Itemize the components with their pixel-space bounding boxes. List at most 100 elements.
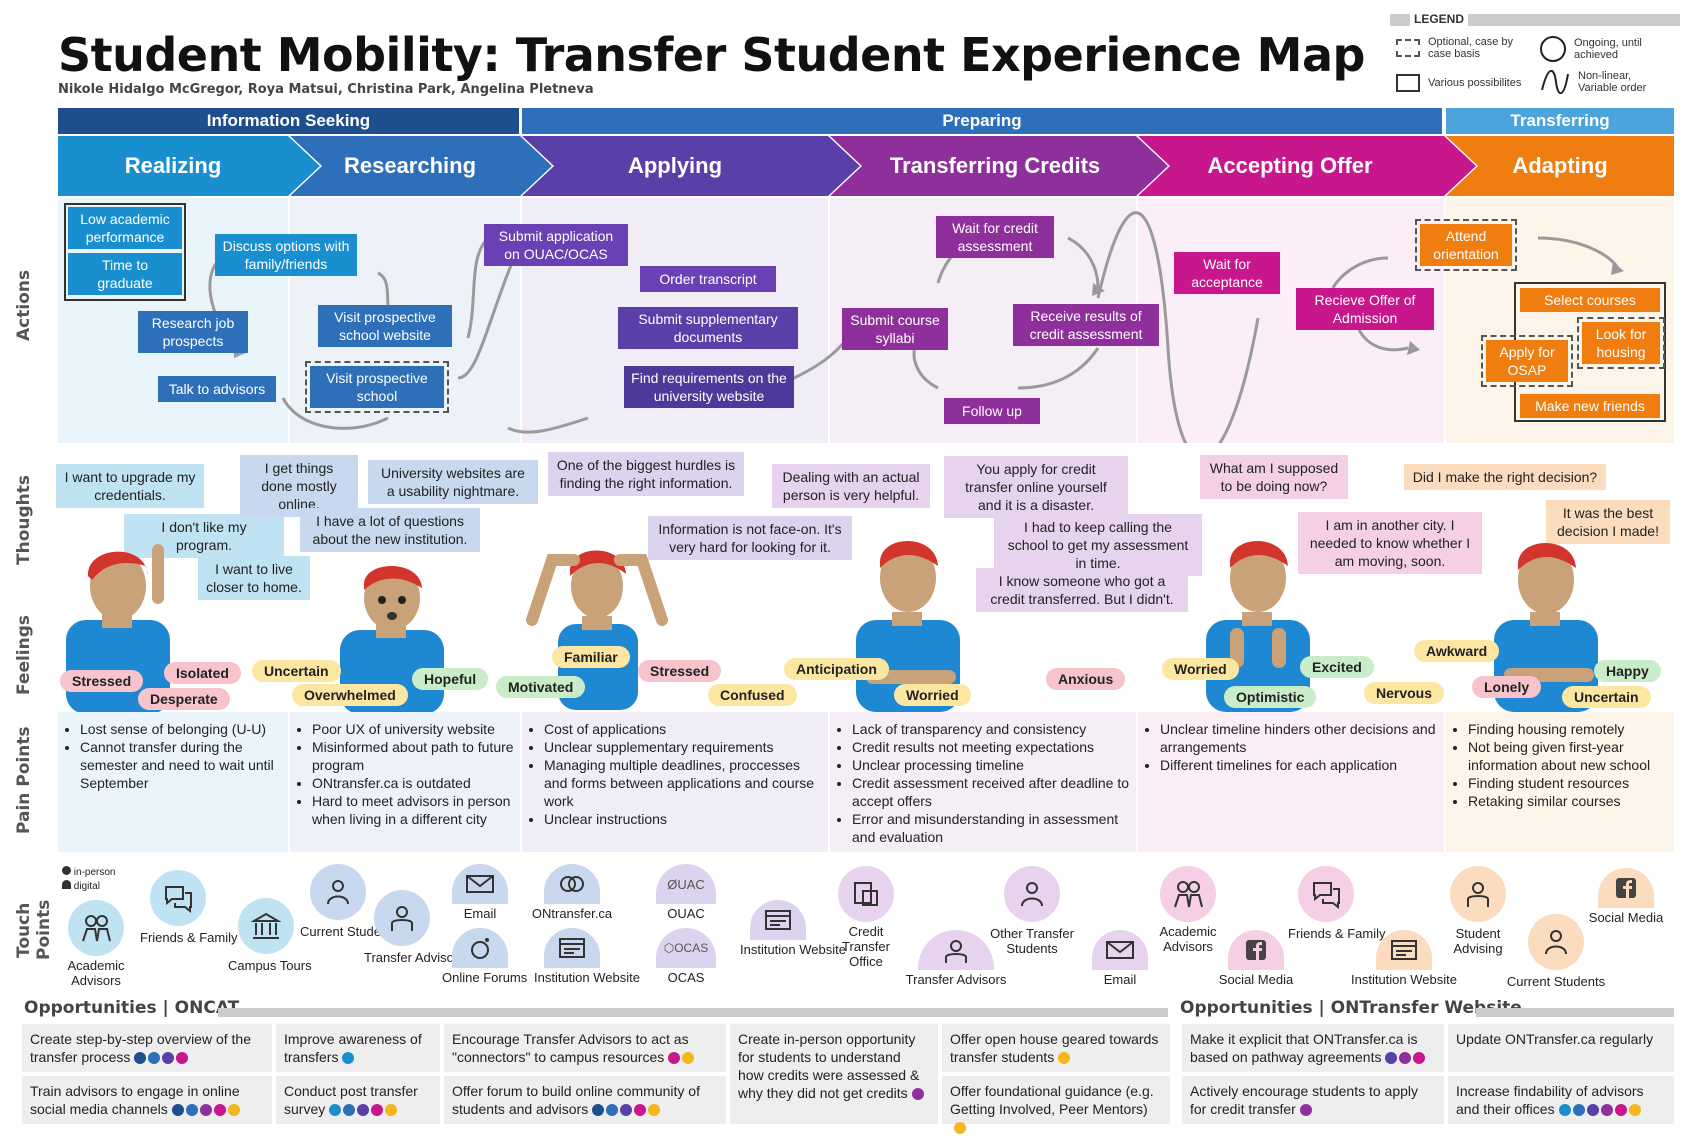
stage-applying: Applying xyxy=(627,153,723,178)
opportunity-card: Actively encourage students to apply for… xyxy=(1182,1076,1444,1124)
feeling-stressed-2: Stressed xyxy=(638,660,722,682)
thought-not-face-on: Information is not face-on. It's very ha… xyxy=(648,516,852,560)
action-find-requirements: Find requirements on the university webs… xyxy=(624,366,794,408)
building-icon xyxy=(238,898,294,954)
legend-various: Various possibilites xyxy=(1428,77,1522,89)
legend-nonlinear: Non-linear, Variable order xyxy=(1578,70,1647,94)
list-item: Poor UX of university website xyxy=(312,720,514,738)
touch-legend-digital: digital xyxy=(73,881,100,892)
legend-ongoing: Ongoing, until achieved xyxy=(1574,37,1642,61)
thought-live-closer: I want to live closer to home. xyxy=(198,556,310,600)
list-item: Lost sense of belonging (U-U) xyxy=(80,720,282,738)
touch-campus-tours: Campus Tours xyxy=(228,958,312,973)
list-item: ONtransfer.ca is outdated xyxy=(312,774,514,792)
touch-academic-advisors-2: Academic Advisors xyxy=(1159,924,1217,954)
facebook-icon xyxy=(1598,868,1654,908)
feeling-uncertain-2: Uncertain xyxy=(1562,686,1651,708)
website-icon xyxy=(1376,930,1432,970)
opportunity-card: Offer open house geared towards transfer… xyxy=(942,1024,1170,1072)
touch-transfer-advisors-2: Transfer Advisors xyxy=(905,972,1007,987)
opportunity-card: Increase findability of advisors and the… xyxy=(1448,1076,1674,1124)
touch-credit-transfer-office: Credit Transfer Office xyxy=(842,924,890,969)
feeling-desperate: Desperate xyxy=(138,688,230,710)
action-submit-application: Submit application on OUAC/OCAS xyxy=(484,224,628,266)
forum-icon xyxy=(452,928,508,968)
action-look-for-housing: Look for housing xyxy=(1577,317,1665,369)
touch-ontransfer: ONtransfer.ca xyxy=(531,906,613,921)
opportunity-card: Create step-by-step overview of the tran… xyxy=(22,1024,272,1072)
touch-ocas: OCAS xyxy=(667,970,705,985)
list-item: Error and misunderstanding in assessment… xyxy=(852,810,1130,846)
opportunity-card: Update ONTransfer.ca regularly xyxy=(1448,1024,1674,1072)
action-receive-credit-results: Receive results of credit assessment xyxy=(1013,304,1159,346)
opportunities-oncat-title: Opportunities | ONCAT xyxy=(24,998,240,1018)
opportunity-card: Improve awareness of transfers xyxy=(276,1024,440,1072)
list-item: Unclear processing timeline xyxy=(852,756,1130,774)
action-apply-for-osap: Apply for OSAP xyxy=(1481,335,1573,387)
opportunity-card: Train advisors to engage in online socia… xyxy=(22,1076,272,1124)
action-follow-up: Follow up xyxy=(944,398,1040,424)
stage-transferring-credits: Transferring Credits xyxy=(889,153,1101,178)
chat-icon xyxy=(1298,866,1354,922)
action-discuss-options: Discuss options with family/friends xyxy=(215,234,357,276)
feeling-nervous: Nervous xyxy=(1364,682,1445,704)
action-visit-school: Visit prospective school xyxy=(305,361,449,413)
opportunity-card: Offer foundational guidance (e.g. Gettin… xyxy=(942,1076,1170,1135)
feeling-confused: Confused xyxy=(708,684,797,706)
feeling-uncertain: Uncertain xyxy=(252,660,341,682)
feeling-familiar: Familiar xyxy=(552,646,630,668)
feeling-hopeful: Hopeful xyxy=(412,668,489,690)
opportunity-card: Create in-person opportunity for student… xyxy=(730,1024,938,1124)
action-wait-for-acceptance: Wait for acceptance xyxy=(1174,252,1280,294)
pain-points-realizing: Lost sense of belonging (U-U) Cannot tra… xyxy=(66,720,282,792)
touch-student-advising: Student Advising xyxy=(1453,926,1503,956)
phase-preparing: Preparing xyxy=(522,108,1442,134)
list-item: Credit assessment received after deadlin… xyxy=(852,774,1130,810)
list-item: Misinformed about path to future program xyxy=(312,738,514,774)
row-label-actions: Actions xyxy=(14,269,34,341)
touch-friends-family: Friends & Family xyxy=(140,930,238,945)
thought-dont-like-program: I don't like my program. xyxy=(124,514,284,558)
thought-right-decision: Did I make the right decision? xyxy=(1404,464,1606,490)
thought-usability-nightmare: University websites are a usability nigh… xyxy=(368,460,538,504)
touch-ouac: OUAC xyxy=(667,906,705,921)
action-attend-orientation: Attend orientation xyxy=(1415,219,1517,271)
thought-what-now: What am I supposed to be doing now? xyxy=(1200,455,1348,499)
thought-best-decision: It was the best decision I made! xyxy=(1546,500,1670,544)
touch-social-media-2: Social Media xyxy=(1588,910,1664,925)
thought-actual-person: Dealing with an actual person is very he… xyxy=(772,464,930,508)
facebook-icon xyxy=(1228,930,1284,970)
list-item: Unclear timeline hinders other decisions… xyxy=(1160,720,1438,756)
pain-points-credits: Lack of transparency and consistency Cre… xyxy=(838,720,1130,846)
stage-realizing: Realizing xyxy=(124,153,222,178)
touch-email: Email xyxy=(463,906,497,921)
pain-points-researching: Poor UX of university website Misinforme… xyxy=(298,720,514,828)
thought-another-city: I am in another city. I needed to know w… xyxy=(1298,512,1482,574)
touch-email-2: Email xyxy=(1103,972,1137,987)
ontransfer-icon xyxy=(544,864,600,904)
touch-online-forums: Online Forums xyxy=(442,970,528,985)
touch-other-transfer-students: Other Transfer Students xyxy=(990,926,1074,956)
thought-get-things-done-online: I get things done mostly online. xyxy=(240,455,358,517)
touch-institution-website-3: Institution Website xyxy=(1351,972,1457,987)
action-submit-supplementary: Submit supplementary documents xyxy=(618,307,798,349)
list-item: Finding student resources xyxy=(1468,774,1670,792)
website-icon xyxy=(544,928,600,968)
feeling-motivated: Motivated xyxy=(496,676,586,698)
thought-upgrade-credentials: I want to upgrade my credentials. xyxy=(56,464,204,508)
stage-chevrons xyxy=(58,136,1674,196)
touch-legend: in-person digital xyxy=(62,866,115,894)
stage-researching: Researching xyxy=(343,153,477,178)
list-item: Not being given first-year information a… xyxy=(1468,738,1670,774)
phase-transferring: Transferring xyxy=(1446,108,1674,134)
email-icon xyxy=(1092,930,1148,970)
action-submit-course-syllabi: Submit course syllabi xyxy=(842,308,948,350)
feeling-worried-2: Worried xyxy=(1162,658,1239,680)
list-item: Cannot transfer during the semester and … xyxy=(80,738,282,792)
feeling-stressed: Stressed xyxy=(60,670,144,692)
thought-biggest-hurdles: One of the biggest hurdles is finding th… xyxy=(548,452,744,496)
feeling-awkward: Awkward xyxy=(1414,640,1500,662)
stage-adapting: Adapting xyxy=(1512,153,1608,178)
phase-information-seeking: Information Seeking xyxy=(58,108,519,134)
ocas-icon: ⬡OCAS xyxy=(656,928,716,968)
